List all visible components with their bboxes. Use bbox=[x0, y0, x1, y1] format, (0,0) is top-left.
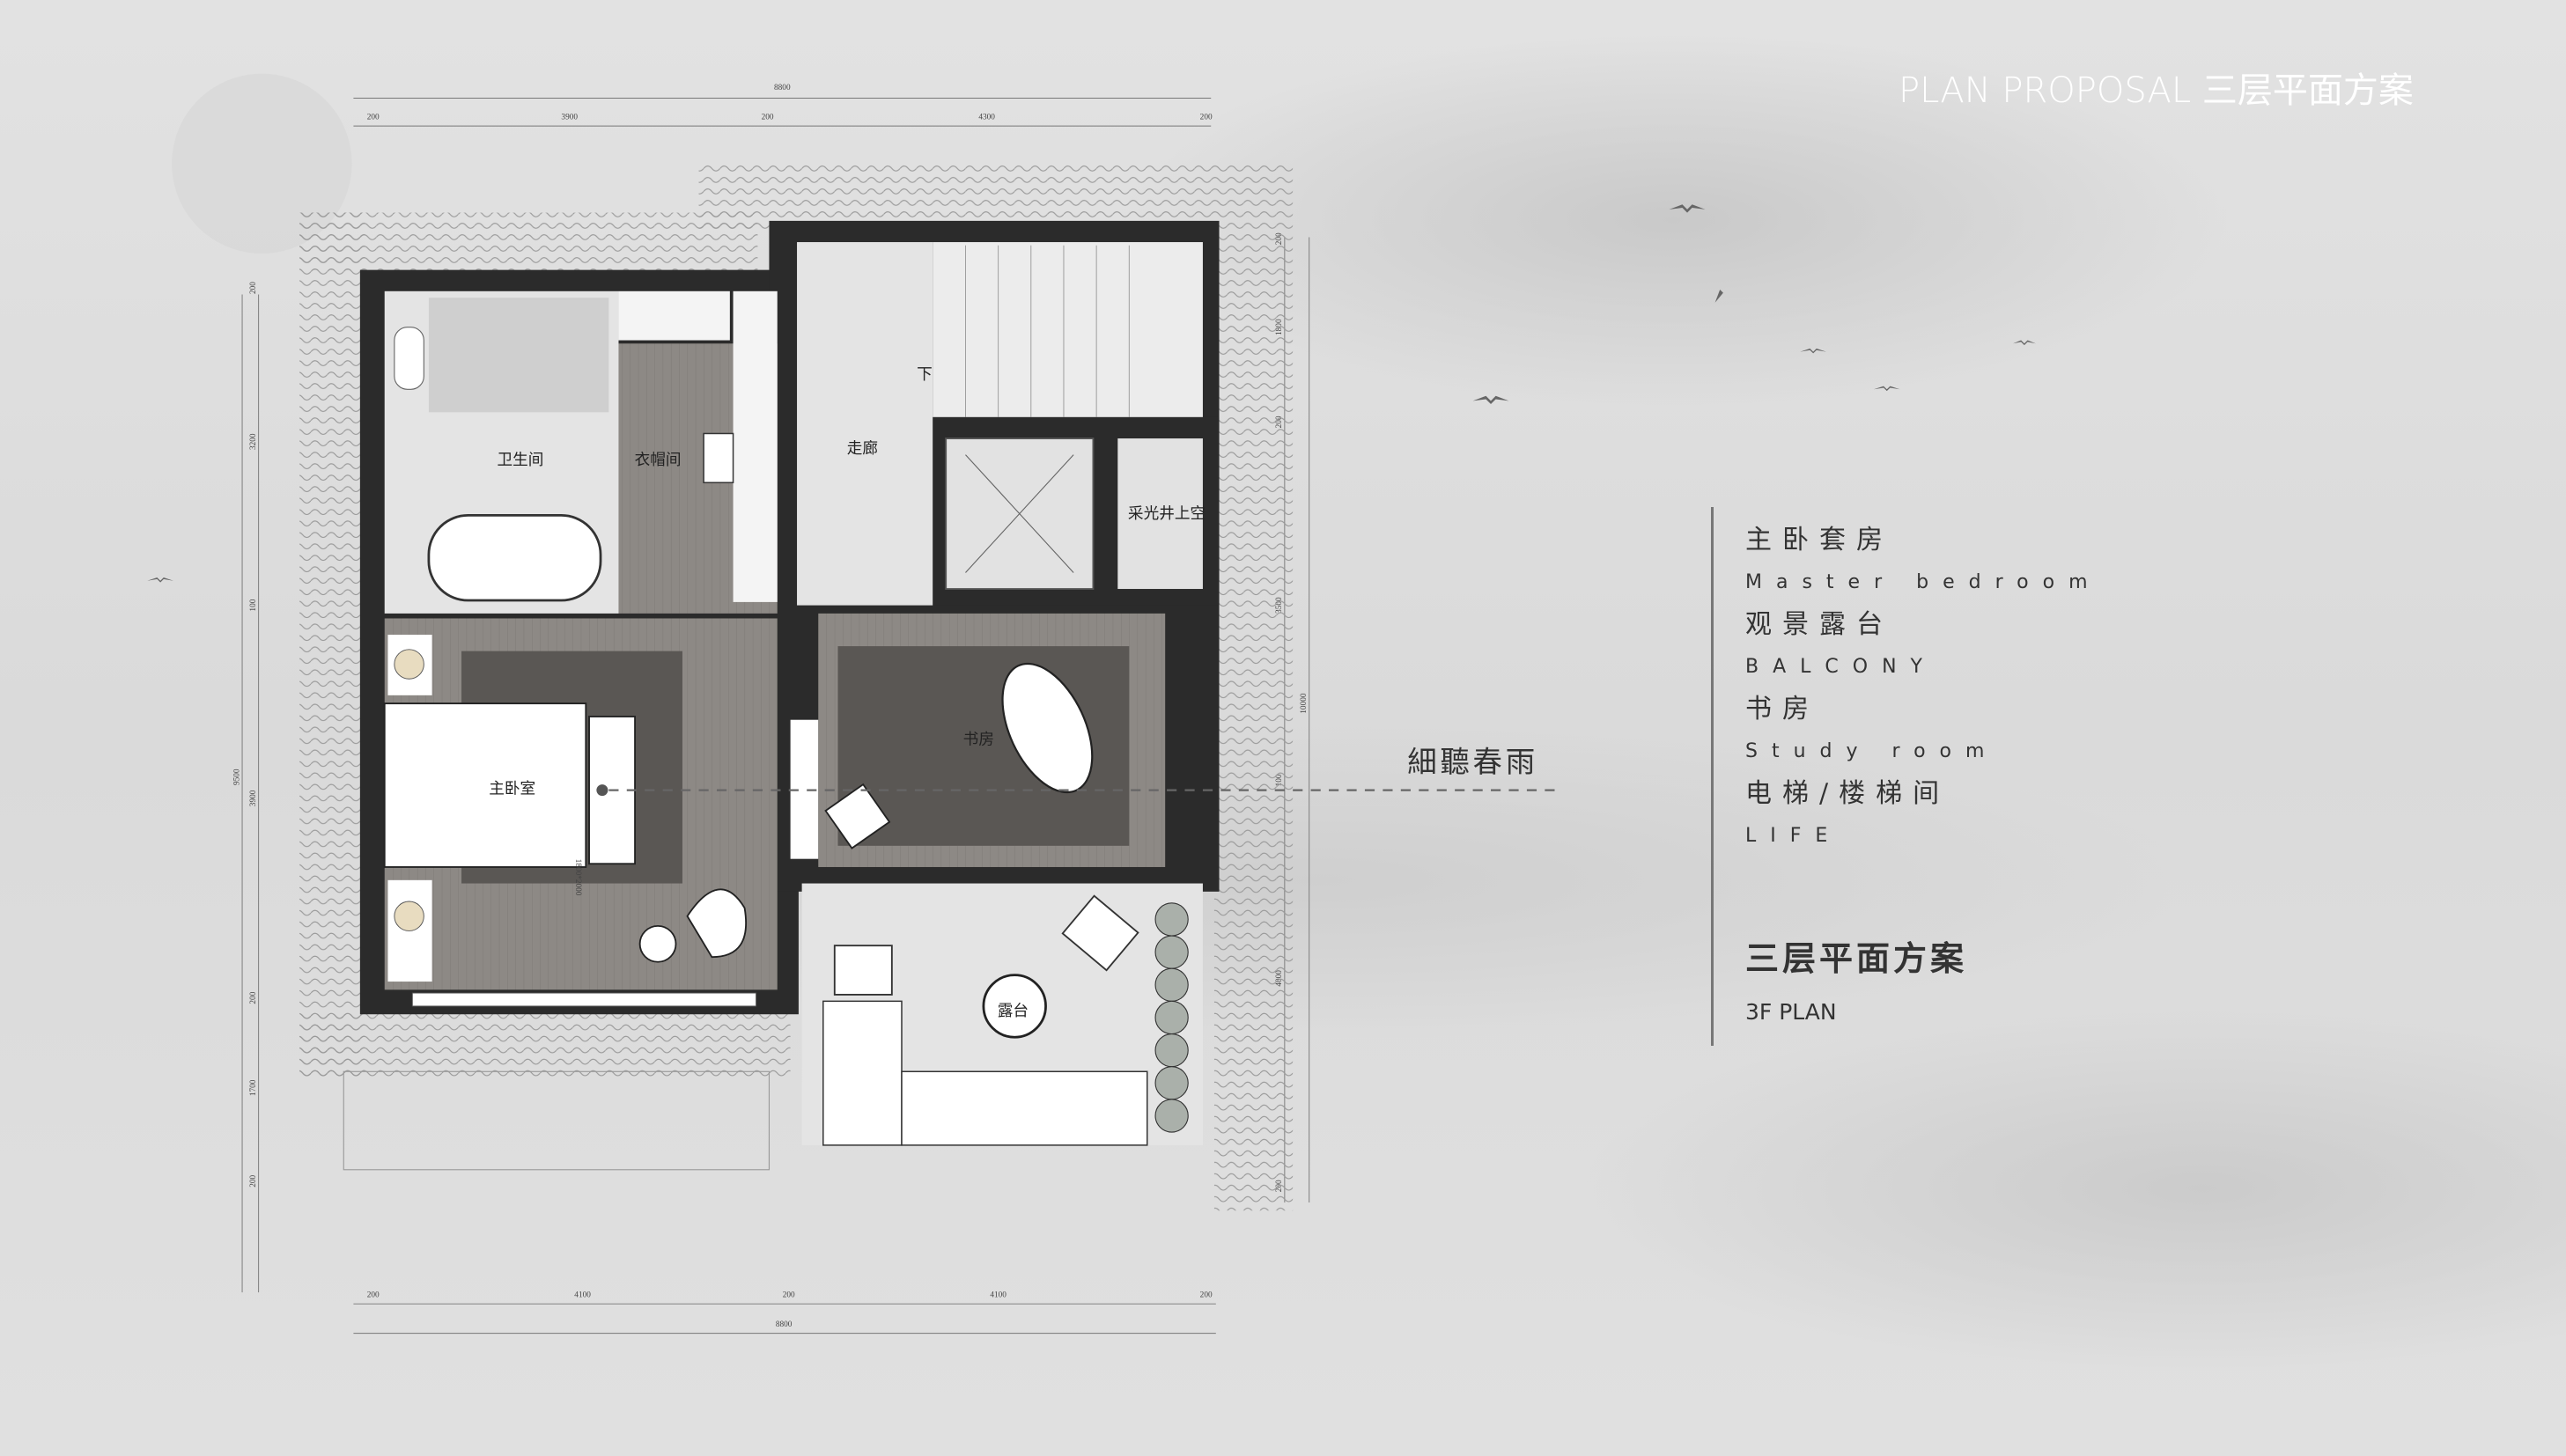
legend-en: LIFE bbox=[1745, 825, 1842, 847]
dim-bottom-total: 8800 bbox=[776, 1320, 793, 1329]
legend-en: BALCONY bbox=[1745, 656, 1936, 678]
dim-bottom: 4100 bbox=[574, 1291, 591, 1300]
plan-subheading: 3F PLAN bbox=[1745, 999, 1837, 1025]
dim-left: 100 bbox=[249, 599, 258, 611]
birds-decoration bbox=[147, 204, 2036, 583]
plan-heading: 三层平面方案 bbox=[1745, 938, 1968, 978]
label-closet: 衣帽间 bbox=[635, 451, 682, 469]
dim-left-total: 9500 bbox=[232, 768, 241, 785]
dim-left: 200 bbox=[249, 282, 258, 294]
legend-en: Master bedroom bbox=[1745, 571, 2102, 593]
desk bbox=[1001, 662, 1094, 794]
bathtub bbox=[427, 514, 602, 602]
label-corridor: 走廊 bbox=[847, 439, 878, 458]
dim-top: 200 bbox=[1200, 114, 1213, 122]
dim-top: 4300 bbox=[978, 114, 995, 122]
dim-top-total: 8800 bbox=[774, 84, 791, 92]
roof-tiles bbox=[299, 163, 1294, 1211]
toilet bbox=[394, 327, 424, 390]
lightwell bbox=[1117, 438, 1203, 590]
dim-left: 200 bbox=[249, 991, 258, 1004]
dim-left: 200 bbox=[249, 1174, 258, 1187]
label-study: 书房 bbox=[963, 731, 994, 749]
label-bathroom: 卫生间 bbox=[498, 451, 544, 469]
window bbox=[411, 992, 757, 1007]
dim-top: 3900 bbox=[561, 114, 578, 122]
annotation-dot bbox=[596, 784, 608, 797]
dim-bottom: 200 bbox=[367, 1291, 380, 1300]
stairs bbox=[933, 242, 1203, 417]
label-master-bedroom: 主卧室 bbox=[489, 779, 535, 798]
legend-zh: 观景露台 bbox=[1745, 609, 1893, 640]
dim-left: 1700 bbox=[249, 1079, 258, 1096]
label-stairs-down: 下 bbox=[917, 366, 933, 384]
legend-divider bbox=[1711, 507, 1714, 1046]
annotation-text: 細聽春雨 bbox=[1407, 745, 1538, 779]
dim-top: 200 bbox=[367, 114, 380, 122]
planters bbox=[1154, 902, 1189, 1133]
dim-left: 3900 bbox=[249, 790, 258, 806]
page-title: PLAN PROPOSAL 三层平面方案 bbox=[1899, 70, 2414, 111]
moon-decoration bbox=[172, 73, 352, 254]
dim-right-total: 10000 bbox=[1300, 693, 1309, 714]
corridor bbox=[797, 242, 933, 606]
dim-bottom: 200 bbox=[783, 1291, 795, 1300]
bed-size: 1800*2000 bbox=[573, 859, 582, 896]
legend: 主卧套房 Master bedroom 观景露台 BALCONY 书房 Stud… bbox=[1745, 519, 2102, 857]
bed bbox=[383, 702, 587, 868]
dim-top: 200 bbox=[762, 114, 774, 122]
dim-bottom: 4100 bbox=[990, 1291, 1006, 1300]
dim-bottom: 200 bbox=[1200, 1291, 1213, 1300]
legend-en: Study room bbox=[1745, 740, 1999, 762]
legend-zh: 主卧套房 bbox=[1745, 525, 1893, 555]
dim-left: 3200 bbox=[249, 433, 258, 450]
legend-zh: 电梯/楼梯间 bbox=[1745, 778, 1950, 809]
label-terrace: 露台 bbox=[998, 1002, 1029, 1020]
legend-zh: 书房 bbox=[1745, 694, 1819, 724]
label-lightwell: 采光井上空 bbox=[1128, 504, 1206, 523]
